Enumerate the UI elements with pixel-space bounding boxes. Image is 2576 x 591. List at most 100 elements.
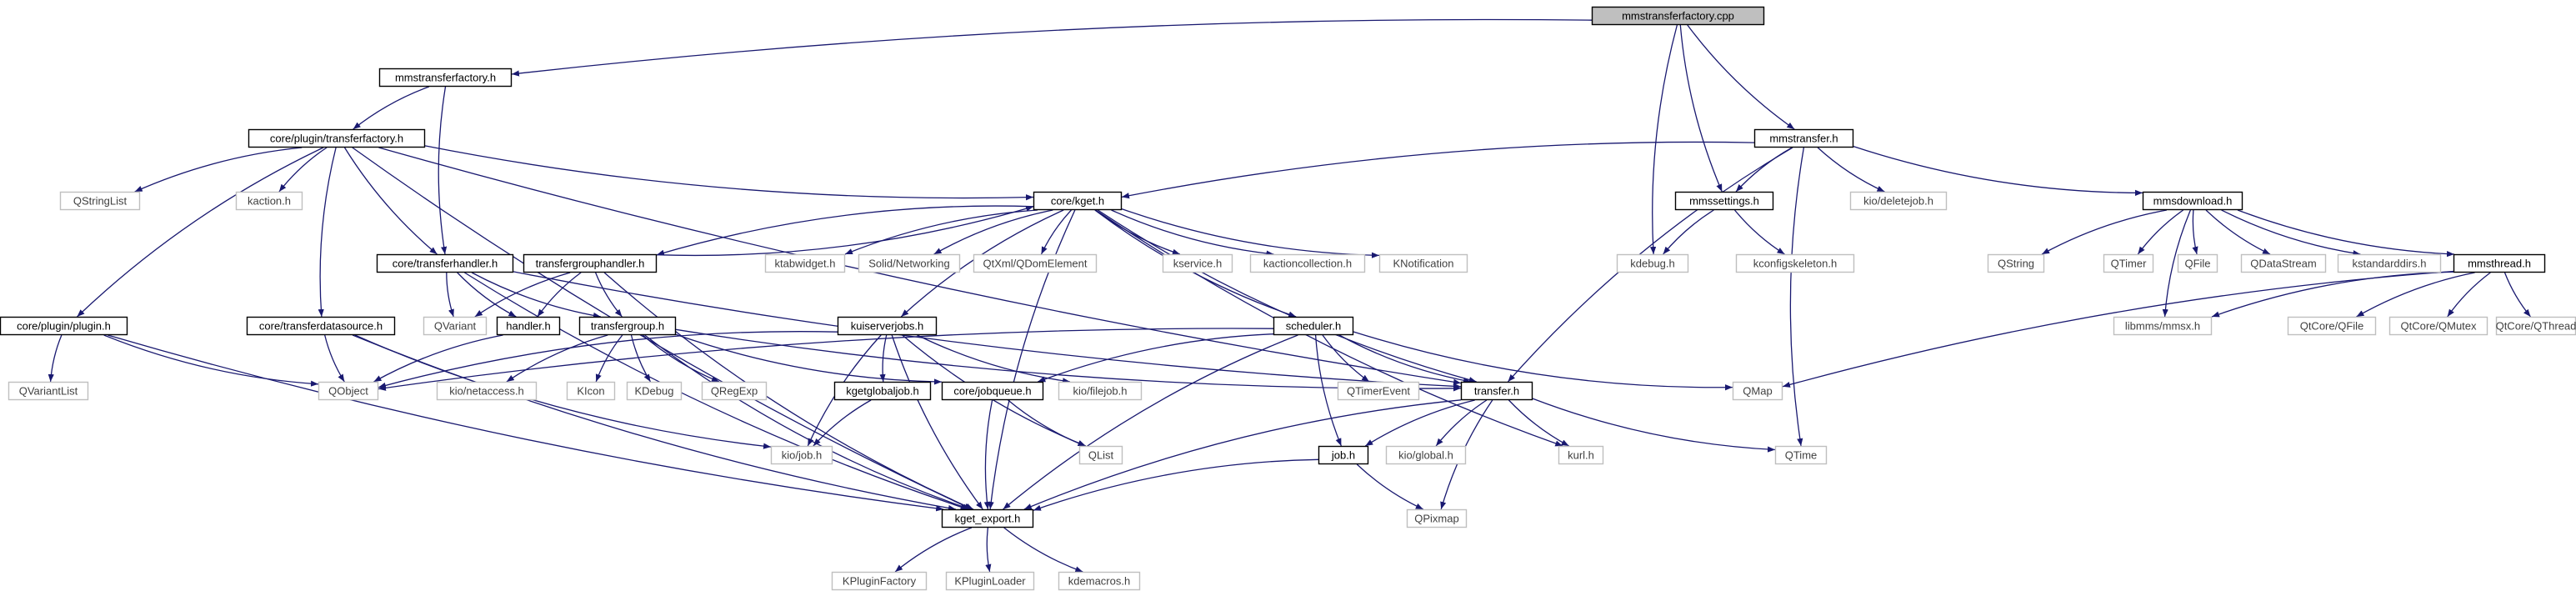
node-knotification: KNotification bbox=[1378, 253, 1468, 273]
node-qtime: QTime bbox=[1774, 445, 1828, 465]
node-mmssettings-h[interactable]: mmssettings.h bbox=[1674, 191, 1774, 211]
edge-core_plugin_transferfactory_h-to-kaction_h bbox=[278, 147, 328, 193]
edge-kuiserverjobs_h-to-kio_filejob_h bbox=[917, 334, 1071, 384]
node-box bbox=[423, 316, 488, 336]
edge-transfer_h-to-qtime bbox=[1532, 398, 1776, 453]
node-box bbox=[376, 253, 514, 273]
node-kaction-h: kaction.h bbox=[235, 191, 303, 211]
node-kuiserverjobs-h[interactable]: kuiserverjobs.h bbox=[837, 316, 938, 336]
edge-core_plugin_plugin_h-to-qvariantlist bbox=[48, 334, 63, 383]
edge-mmsthread_h-to-qmap bbox=[1782, 270, 2454, 388]
edge-core_jobqueue_h-to-kget_export_h bbox=[983, 399, 993, 510]
node-kgetglobaljob-h[interactable]: kgetglobaljob.h bbox=[833, 381, 932, 401]
node-label: kurl.h bbox=[1568, 449, 1594, 462]
node-qstringlist: QStringList bbox=[59, 191, 141, 211]
node-transfergroup-h[interactable]: transfergroup.h bbox=[578, 316, 677, 336]
edge-core_transferhandler_h-to-transfergroup_h bbox=[471, 272, 602, 319]
edge-root-to-mmstransferfactory_h bbox=[511, 18, 1593, 77]
node-transfer-h[interactable]: transfer.h bbox=[1460, 381, 1533, 401]
node-core-kget-h[interactable]: core/kget.h bbox=[1033, 191, 1123, 211]
node-label: KNotification bbox=[1393, 258, 1454, 270]
node-label: core/plugin/plugin.h bbox=[17, 320, 111, 333]
node-qtcore-qmutex: QtCore/QMutex bbox=[2388, 316, 2488, 336]
node-mmstransfer-h[interactable]: mmstransfer.h bbox=[1753, 128, 1854, 148]
edge-transfer_h-to-kurl_h bbox=[1508, 399, 1569, 447]
node-label: kuiserverjobs.h bbox=[851, 320, 923, 333]
node-handler-h[interactable]: handler.h bbox=[496, 316, 561, 336]
edge-core_kget_h-to-transfer_h bbox=[1097, 209, 1477, 383]
edge-mmsthread_h-to-libmms_mmsx_h bbox=[2211, 271, 2454, 318]
edge-job_h-to-kget_export_h bbox=[1033, 458, 1319, 511]
node-mmsthread-h[interactable]: mmsthread.h bbox=[2453, 253, 2546, 273]
node-box bbox=[1378, 253, 1468, 273]
node-label: kdebug.h bbox=[1630, 258, 1675, 270]
edge-transfer_h-to-job_h bbox=[1364, 399, 1475, 447]
edge-mmsdownload_h-to-qdatastream bbox=[2205, 209, 2271, 255]
node-mmsdownload-h[interactable]: mmsdownload.h bbox=[2142, 191, 2243, 211]
node-box bbox=[1337, 381, 1420, 401]
node-box bbox=[2103, 253, 2154, 273]
node-kstandarddirs-h: kstandarddirs.h bbox=[2337, 253, 2442, 273]
node-label: kio/global.h bbox=[1398, 449, 1453, 462]
node-qmap: QMap bbox=[1732, 381, 1783, 401]
node-kconfigskeleton-h: kconfigskeleton.h bbox=[1735, 253, 1855, 273]
node-core-plugin-plugin-h[interactable]: core/plugin/plugin.h bbox=[0, 316, 128, 336]
node-kio-global-h: kio/global.h bbox=[1385, 445, 1467, 465]
node-transfergrouphandler-h[interactable]: transfergrouphandler.h bbox=[523, 253, 658, 273]
node-box bbox=[2337, 253, 2442, 273]
node-label: QtCore/QFile bbox=[2300, 320, 2364, 333]
edge-kgetglobaljob_h-to-kio_job_h bbox=[813, 399, 872, 447]
node-box bbox=[833, 381, 932, 401]
edge-core_plugin_transferfactory_h-to-core_plugin_plugin_h bbox=[77, 147, 324, 318]
node-label: QFile bbox=[2184, 258, 2210, 270]
node-label: kget_export.h bbox=[955, 513, 1021, 525]
node-label: QMap bbox=[1743, 385, 1772, 398]
node-box bbox=[1033, 191, 1123, 211]
node-label: core/transferdatasource.h bbox=[259, 320, 383, 333]
edge-mmsdownload_h-to-qfile bbox=[2192, 209, 2198, 255]
node-core-plugin-transferfactory-h[interactable]: core/plugin/transferfactory.h bbox=[248, 128, 426, 148]
edge-core_transferhandler_h-to-transfer_h bbox=[513, 271, 1462, 389]
node-kget-export-h[interactable]: kget_export.h bbox=[941, 508, 1034, 528]
edge-scheduler_h-to-core_jobqueue_h bbox=[1038, 333, 1274, 383]
node-label: kio/netaccess.h bbox=[449, 385, 524, 398]
node-label: KIcon bbox=[577, 385, 604, 398]
node-box bbox=[2240, 253, 2327, 273]
node-job-h[interactable]: job.h bbox=[1318, 445, 1369, 465]
node-box bbox=[0, 316, 128, 336]
node-kicon: KIcon bbox=[566, 381, 616, 401]
edge-transfergrouphandler_h-to-handler_h bbox=[537, 272, 582, 318]
edge-kget_export_h-to-kpluginfactory bbox=[894, 527, 973, 573]
node-core-jobqueue-h[interactable]: core/jobqueue.h bbox=[941, 381, 1044, 401]
node-label: QStringList bbox=[73, 195, 128, 208]
nodes-layer: mmstransferfactory.cpp mmstransferfactory… bbox=[0, 6, 2576, 591]
node-label: handler.h bbox=[506, 320, 551, 333]
node-label: core/plugin/transferfactory.h bbox=[270, 133, 403, 145]
node-box bbox=[1318, 445, 1369, 465]
node-root[interactable]: mmstransferfactory.cpp bbox=[1591, 6, 1765, 26]
node-label: kactioncollection.h bbox=[1263, 258, 1352, 270]
edge-transfergrouphandler_h-to-qvariant bbox=[474, 272, 571, 318]
node-box bbox=[2113, 316, 2213, 336]
edge-transfergroup_h-to-qregexp bbox=[642, 334, 720, 383]
edge-core_plugin_transferfactory_h-to-core_transferdatasource_h bbox=[318, 147, 337, 318]
edge-scheduler_h-to-qobject bbox=[378, 328, 1274, 391]
node-label: QPixmap bbox=[1414, 513, 1458, 525]
node-solid-networking: Solid/Networking bbox=[858, 253, 961, 273]
edge-transfergrouphandler_h-to-kget_export_h bbox=[603, 272, 974, 510]
edge-core_transferhandler_h-to-qvariant bbox=[446, 272, 454, 318]
node-box bbox=[235, 191, 303, 211]
edge-core_plugin_plugin_h-to-kget_export_h bbox=[108, 334, 944, 512]
node-core-transferhandler-h[interactable]: core/transferhandler.h bbox=[376, 253, 514, 273]
node-core-transferdatasource-h[interactable]: core/transferdatasource.h bbox=[246, 316, 396, 336]
node-mmstransferfactory-h[interactable]: mmstransferfactory.h bbox=[378, 68, 513, 88]
node-label: QtCore/QMutex bbox=[2400, 320, 2477, 333]
edge-root-to-mmssettings_h bbox=[1679, 24, 1723, 193]
edge-mmssettings_h-to-kdebug_h bbox=[1663, 209, 1714, 255]
node-box bbox=[59, 191, 141, 211]
node-scheduler-h[interactable]: scheduler.h bbox=[1273, 316, 1354, 336]
node-box bbox=[1753, 128, 1854, 148]
edge-mmsthread_h-to-qtcore_qmutex bbox=[2447, 272, 2491, 318]
edge-transfer_h-to-kio_global_h bbox=[1435, 399, 1488, 447]
